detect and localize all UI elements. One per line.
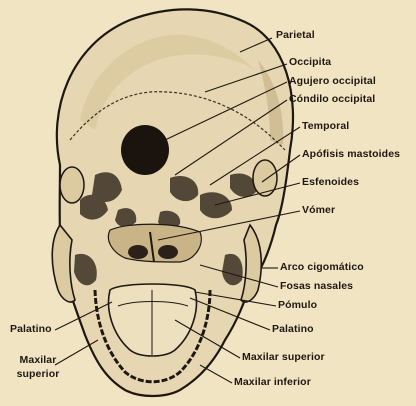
label-parietal: Parietal (276, 29, 315, 41)
label-palatine-left: Palatino (10, 323, 52, 335)
label-palatine-right: Palatino (272, 323, 314, 335)
label-zygomatic-arch: Arco cigomático (280, 261, 364, 273)
label-maxilla-upper-left-line1: Maxilar (12, 353, 64, 367)
label-mandible: Maxilar inferior (234, 376, 311, 388)
label-maxilla-upper-left: Maxilar superior (12, 353, 64, 381)
label-maxilla-upper-right: Maxilar superior (242, 351, 325, 363)
mastoid-left (60, 167, 84, 203)
label-occipital: Occipita (289, 56, 331, 68)
sphenoid-region (108, 224, 201, 262)
label-nasal-fossae: Fosas nasales (280, 280, 353, 292)
nasal-fossa-left (128, 245, 148, 259)
nasal-fossa-right (158, 245, 178, 259)
label-sphenoid: Esfenoides (302, 176, 359, 188)
label-foramen-magnum: Agujero occipital (289, 75, 376, 87)
label-occipital-condyle: Cóndilo occipital (289, 93, 375, 105)
label-cheekbone: Pómulo (278, 299, 317, 311)
label-maxilla-upper-left-line2: superior (12, 367, 64, 381)
label-vomer: Vómer (302, 204, 335, 216)
label-mastoid-process: Apófisis mastoides (302, 148, 400, 160)
label-temporal: Temporal (302, 120, 349, 132)
mastoid-right (253, 160, 277, 196)
foramen-magnum (121, 125, 169, 175)
